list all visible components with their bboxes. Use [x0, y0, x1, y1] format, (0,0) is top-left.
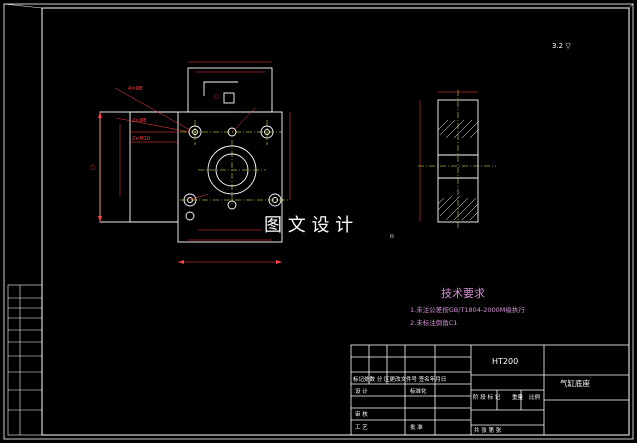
label-standard: 标准化	[410, 387, 427, 395]
dimension-arrows	[98, 112, 282, 264]
tech-req-item-1: 1.未注公差按GB/T1804-2000M级执行	[410, 305, 525, 314]
roughness-note: 3.2 ▽	[552, 42, 571, 50]
corner-mark-tr	[628, 3, 634, 9]
tech-req-item-2: 2.未标注倒角C1	[410, 318, 457, 327]
material: HT200	[492, 357, 518, 366]
center-lines	[180, 120, 290, 205]
part-name: 气缸底座	[560, 378, 590, 388]
watermark: 图 文 设 计 n	[264, 215, 394, 240]
corner-mark-tl	[3, 3, 43, 9]
svg-text:2×M10: 2×M10	[132, 136, 150, 142]
technical-requirements: 技术要求 1.未注公差按GB/T1804-2000M级执行 2.未标注倒角C1	[410, 287, 525, 327]
label-process: 工 艺	[355, 424, 368, 431]
label-total: 共 张 第 张	[474, 426, 502, 434]
svg-text:4×Ø8: 4×Ø8	[128, 85, 143, 92]
label-review: 审 核	[355, 410, 368, 418]
svg-text:2×Ø8: 2×Ø8	[132, 117, 147, 124]
watermark-suffix: n	[390, 233, 394, 240]
side-binding-strip	[7, 284, 43, 436]
label-stage: 阶 段 标 记	[473, 393, 501, 401]
tech-req-title: 技术要求	[441, 287, 485, 300]
watermark-text: 图 文 设 计	[264, 215, 353, 236]
title-block-texts: HT200 气缸底座 标记处数 分 区更改文件号 签名年月日 设 计 标准化 阶…	[353, 357, 590, 434]
label-design: 设 计	[355, 387, 368, 395]
section-hatch	[437, 119, 479, 221]
svg-text:□: □	[90, 165, 96, 170]
front-view	[99, 67, 283, 243]
label-scale: 比例	[529, 393, 541, 401]
dimension-texts: 4×Ø8 2×Ø8 2×M10 □ □	[90, 85, 219, 170]
side-view	[418, 90, 496, 230]
label-approve: 批 准	[410, 423, 423, 431]
revision-row: 标记处数 分 区更改文件号 签名年月日	[353, 375, 446, 383]
label-weight: 重量	[512, 393, 524, 401]
side-view-dims	[419, 91, 478, 222]
outer-border	[3, 3, 634, 440]
svg-text:□: □	[214, 94, 219, 100]
dimension-lines	[99, 61, 291, 263]
title-block	[350, 344, 630, 436]
inner-frame	[41, 7, 630, 436]
